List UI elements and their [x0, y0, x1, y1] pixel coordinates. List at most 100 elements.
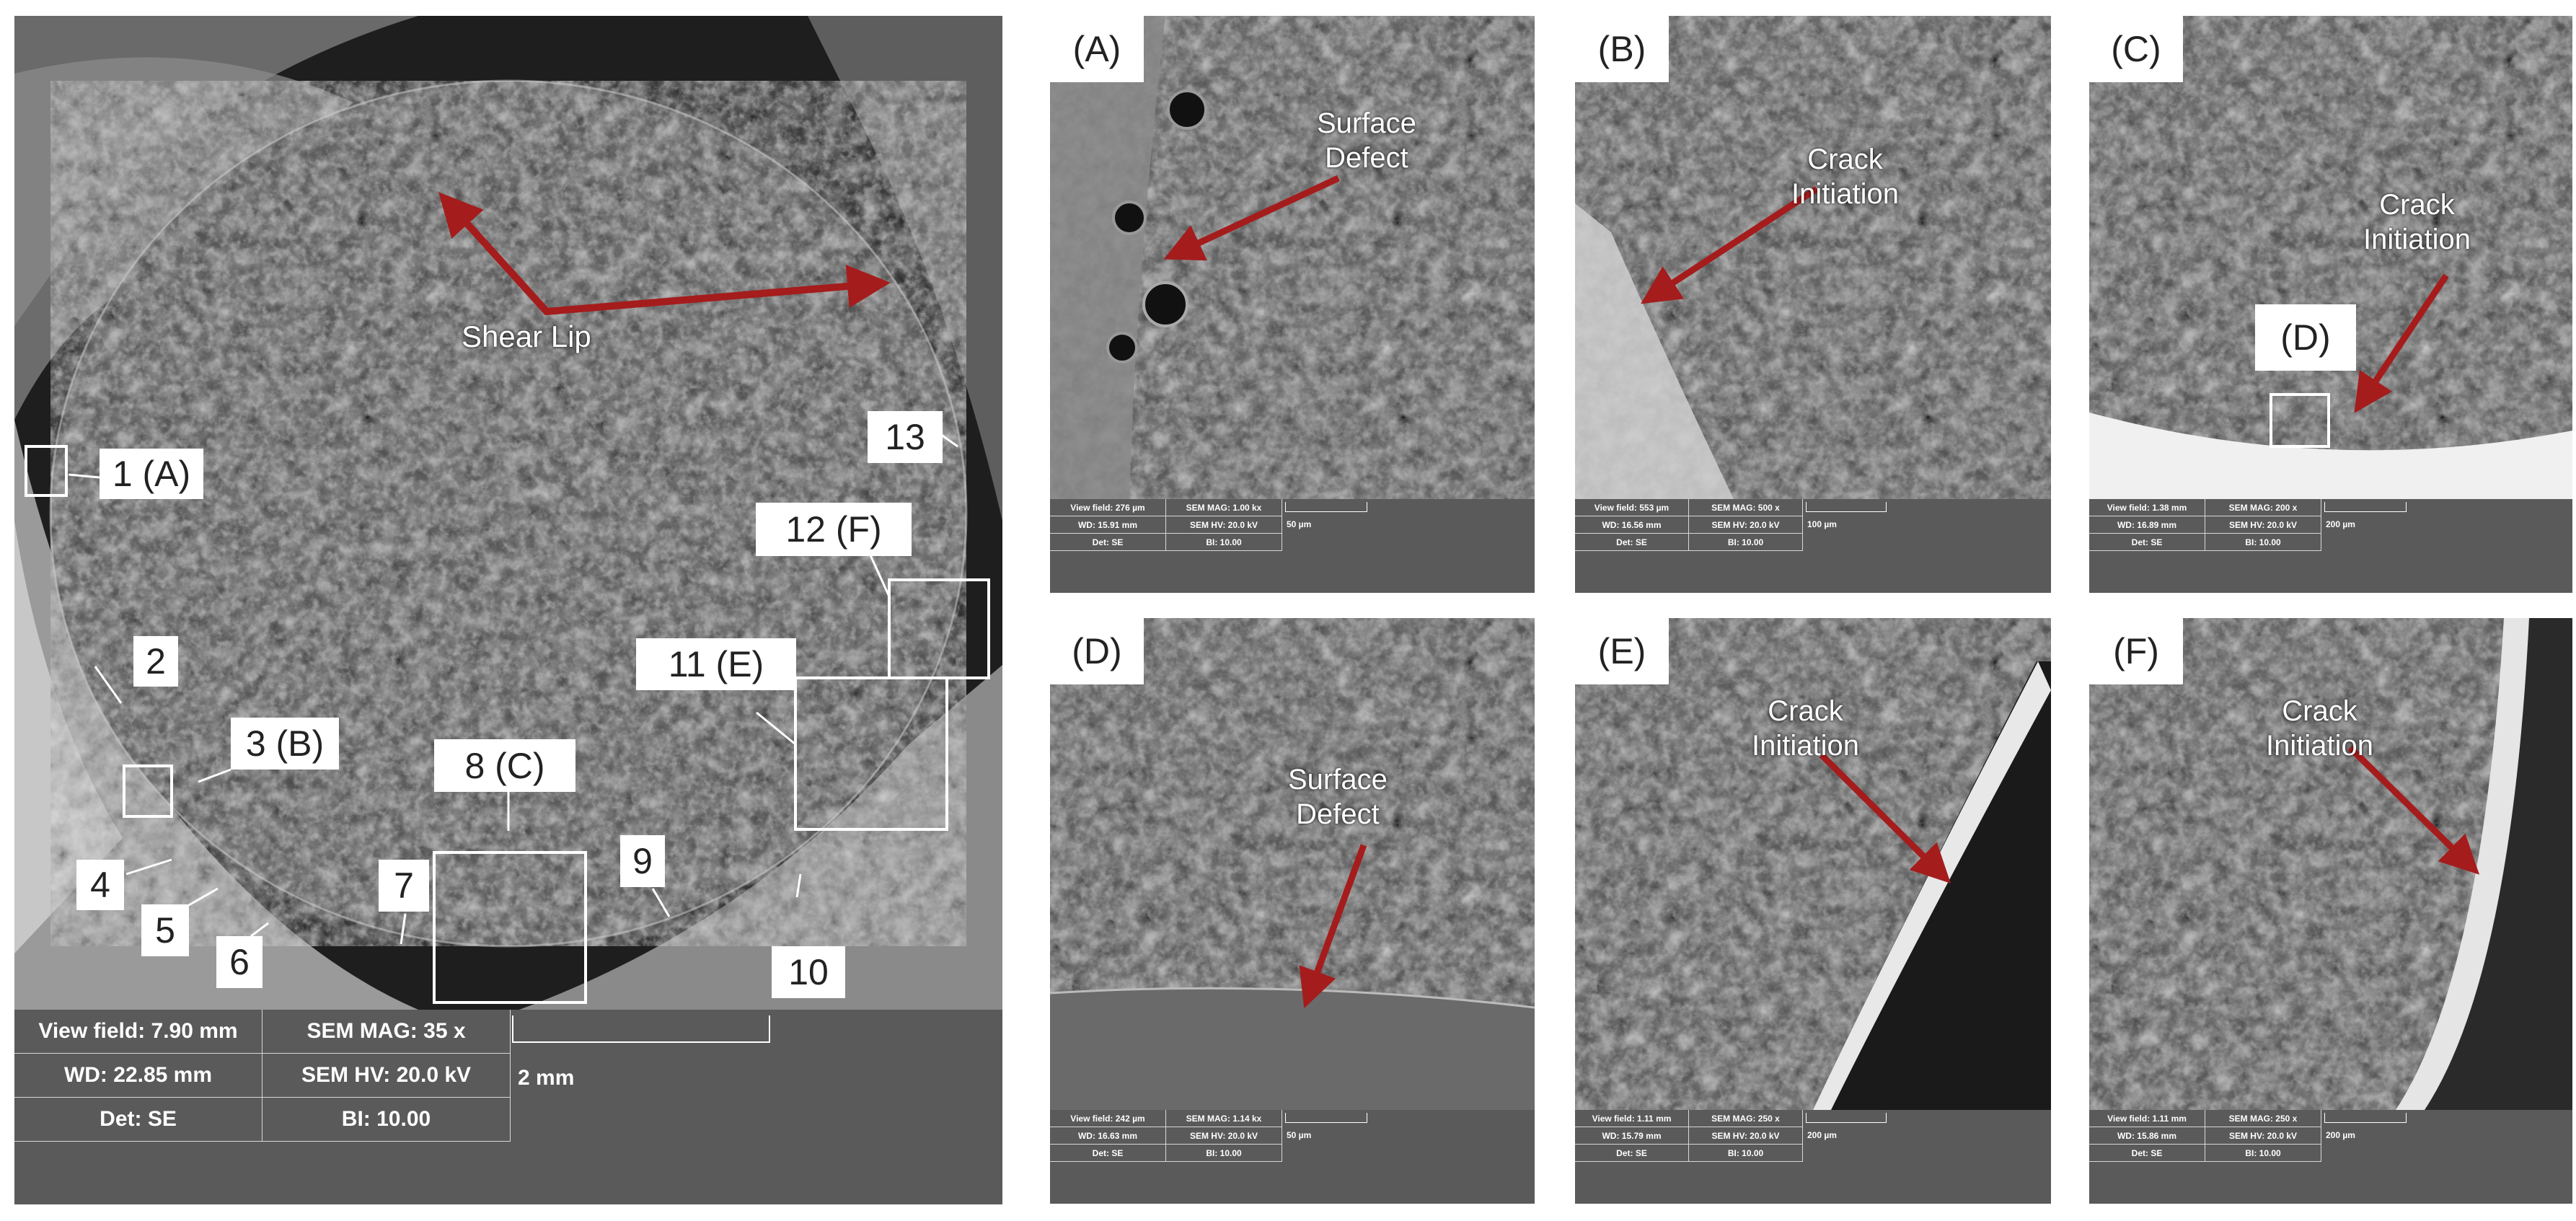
marker-9: 9 — [620, 835, 665, 887]
view-field: View field: 7.90 mm — [14, 1010, 263, 1054]
panel-label-a: (A) — [1050, 16, 1144, 82]
bi: BI: 10.00 — [1166, 534, 1282, 551]
scale-label: 2 mm — [518, 1066, 575, 1090]
marker-1-a: 1 (A) — [100, 449, 203, 499]
sem-image-f — [2089, 618, 2572, 1110]
shear-lip-annotation: Shear Lip — [462, 319, 591, 353]
wd: WD: 15.79 mm — [1575, 1127, 1689, 1145]
panel-label-c: (C) — [2089, 16, 2183, 82]
sem-mag: SEM MAG: 250 x — [1689, 1110, 1803, 1127]
sem-panel-e: (E) Crack Initiation View field: 1.11 mm … — [1575, 618, 2051, 1204]
wd: WD: 15.86 mm — [2089, 1127, 2205, 1145]
scale-bar — [2324, 1113, 2407, 1123]
sem-databar-e: View field: 1.11 mm SEM MAG: 250 x WD: 1… — [1575, 1110, 2051, 1204]
sem-databar-f: View field: 1.11 mm SEM MAG: 250 x WD: 1… — [2089, 1110, 2572, 1204]
bi: BI: 10.00 — [1689, 534, 1803, 551]
marker-13: 13 — [868, 411, 943, 463]
marker-6: 6 — [216, 936, 263, 988]
sem-hv: SEM HV: 20.0 kV — [1166, 1127, 1282, 1145]
sem-image-e — [1575, 618, 2051, 1110]
panel-annotation-e: Crack Initiation — [1752, 695, 1859, 762]
det: Det: SE — [1575, 1145, 1689, 1162]
sem-mag: SEM MAG: 1.00 kx — [1166, 499, 1282, 516]
sem-panel-a: (A) Surface Defect View field: 276 µm SEM… — [1050, 16, 1535, 593]
sem-mag: SEM MAG: 200 x — [2205, 499, 2321, 516]
wd: WD: 16.63 mm — [1050, 1127, 1166, 1145]
wd: WD: 16.89 mm — [2089, 516, 2205, 534]
scale-bar — [2324, 502, 2407, 512]
sem-mag: SEM MAG: 500 x — [1689, 499, 1803, 516]
scale-bar — [512, 1015, 770, 1043]
det: Det: SE — [1575, 534, 1689, 551]
sem-hv: SEM HV: 20.0 kV — [2205, 1127, 2321, 1145]
scale-label: 200 µm — [2326, 519, 2355, 529]
wd: WD: 16.56 mm — [1575, 516, 1689, 534]
sem-panel-f: (F) Crack Initiation View field: 1.11 mm … — [2089, 618, 2572, 1204]
sem-hv: SEM HV: 20.0 kV — [2205, 516, 2321, 534]
main-fracture-panel: Shear Lip 1 (A) 2 3 (B) 4 5 6 7 8 (C) 9 … — [14, 16, 1002, 1204]
panel-annotation-a: Surface Defect — [1317, 107, 1416, 174]
sem-panel-d: (D) Surface Defect View field: 242 µm SEM… — [1050, 618, 1535, 1204]
det: Det: SE — [1050, 534, 1166, 551]
view-field: View field: 242 µm — [1050, 1110, 1166, 1127]
marker-5: 5 — [141, 904, 189, 956]
bi: BI: 10.00 — [1689, 1145, 1803, 1162]
sem-image-a — [1050, 16, 1535, 499]
marker-3-b: 3 (B) — [231, 718, 339, 770]
view-field: View field: 276 µm — [1050, 499, 1166, 516]
marker-4: 4 — [76, 860, 124, 910]
marker-11-e: 11 (E) — [636, 638, 796, 690]
sem-databar-a: View field: 276 µm SEM MAG: 1.00 kx WD: … — [1050, 499, 1535, 593]
sem-mag: SEM MAG: 1.14 kx — [1166, 1110, 1282, 1127]
panel-annotation-d: Surface Defect — [1288, 764, 1388, 830]
sem-hv: SEM HV: 20.0 kV — [263, 1054, 511, 1098]
marker-8-c: 8 (C) — [434, 739, 575, 792]
marker-7: 7 — [379, 860, 429, 912]
sem-mag: SEM MAG: 250 x — [2205, 1110, 2321, 1127]
bi: BI: 10.00 — [2205, 1145, 2321, 1162]
view-field: View field: 1.11 mm — [2089, 1110, 2205, 1127]
inset-label-d: (D) — [2255, 304, 2356, 371]
view-field: View field: 1.38 mm — [2089, 499, 2205, 516]
det: Det: SE — [14, 1098, 263, 1142]
scale-label: 50 µm — [1287, 519, 1312, 529]
scale-label: 200 µm — [2326, 1130, 2355, 1140]
marker-12-f: 12 (F) — [756, 503, 912, 556]
sem-image-d — [1050, 618, 1535, 1110]
scale-bar — [1285, 1113, 1367, 1123]
scale-label: 100 µm — [1807, 519, 1837, 529]
sem-image-c — [2089, 16, 2572, 499]
panel-annotation-b: Crack Initiation — [1791, 144, 1899, 210]
panel-label-f: (F) — [2089, 618, 2183, 684]
sem-databar-c: View field: 1.38 mm SEM MAG: 200 x WD: 1… — [2089, 499, 2572, 593]
sem-panel-b: (B) Crack Initiation View field: 553 µm S… — [1575, 16, 2051, 593]
panel-label-d: (D) — [1050, 618, 1144, 684]
view-field: View field: 553 µm — [1575, 499, 1689, 516]
panel-label-b: (B) — [1575, 16, 1669, 82]
sem-hv: SEM HV: 20.0 kV — [1166, 516, 1282, 534]
panel-annotation-c: Crack Initiation — [2363, 189, 2471, 255]
sem-databar-b: View field: 553 µm SEM MAG: 500 x WD: 16… — [1575, 499, 2051, 593]
scale-bar — [1806, 1113, 1887, 1123]
sem-hv: SEM HV: 20.0 kV — [1689, 1127, 1803, 1145]
bi: BI: 10.00 — [2205, 534, 2321, 551]
panel-annotation-f: Crack Initiation — [2266, 695, 2373, 762]
det: Det: SE — [2089, 534, 2205, 551]
view-field: View field: 1.11 mm — [1575, 1110, 1689, 1127]
marker-10: 10 — [772, 946, 845, 998]
wd: WD: 22.85 mm — [14, 1054, 263, 1098]
sem-hv: SEM HV: 20.0 kV — [1689, 516, 1803, 534]
sem-databar: View field: 7.90 mm SEM MAG: 35 x WD: 22… — [14, 1010, 1002, 1204]
wd: WD: 15.91 mm — [1050, 516, 1166, 534]
scale-label: 200 µm — [1807, 1130, 1837, 1140]
marker-2: 2 — [133, 636, 178, 687]
scale-label: 50 µm — [1287, 1130, 1312, 1140]
det: Det: SE — [2089, 1145, 2205, 1162]
bi: BI: 10.00 — [263, 1098, 511, 1142]
sem-mag: SEM MAG: 35 x — [263, 1010, 511, 1054]
sem-databar-d: View field: 242 µm SEM MAG: 1.14 kx WD: … — [1050, 1110, 1535, 1204]
bi: BI: 10.00 — [1166, 1145, 1282, 1162]
det: Det: SE — [1050, 1145, 1166, 1162]
sem-image-b — [1575, 16, 2051, 499]
panel-label-e: (E) — [1575, 618, 1669, 684]
